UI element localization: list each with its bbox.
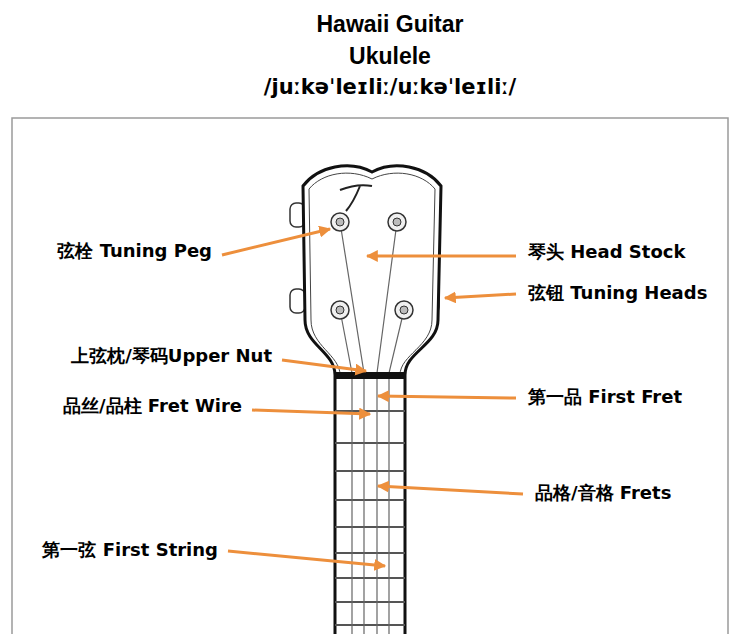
part-label: 第一品 First Fret (528, 385, 682, 409)
frame (12, 118, 728, 634)
part-label: 上弦枕/琴码Upper Nut (71, 344, 272, 368)
title: Hawaii Guitar Ukulele (290, 8, 490, 72)
part-label: 弦栓 Tuning Peg (57, 239, 212, 263)
tuning-pegs (331, 213, 413, 319)
leader-arrows (222, 229, 523, 566)
logo-mark (340, 185, 372, 211)
part-label: 第一弦 First String (42, 538, 218, 562)
part-label: 品格/音格 Frets (535, 481, 671, 505)
upper-nut (335, 372, 405, 379)
strings (340, 222, 404, 634)
head-stock-inner (309, 173, 435, 375)
phonetic-label: /juːkəˈleɪliː/uːkəˈleɪliː/ (264, 72, 516, 102)
part-label: 弦钮 Tuning Heads (528, 281, 707, 305)
head-stock-outline (303, 166, 441, 375)
fret-wires (335, 411, 405, 625)
part-label: 琴头 Head Stock (528, 240, 685, 264)
part-label: 品丝/品柱 Fret Wire (63, 394, 242, 418)
neck-edge (404, 375, 407, 634)
